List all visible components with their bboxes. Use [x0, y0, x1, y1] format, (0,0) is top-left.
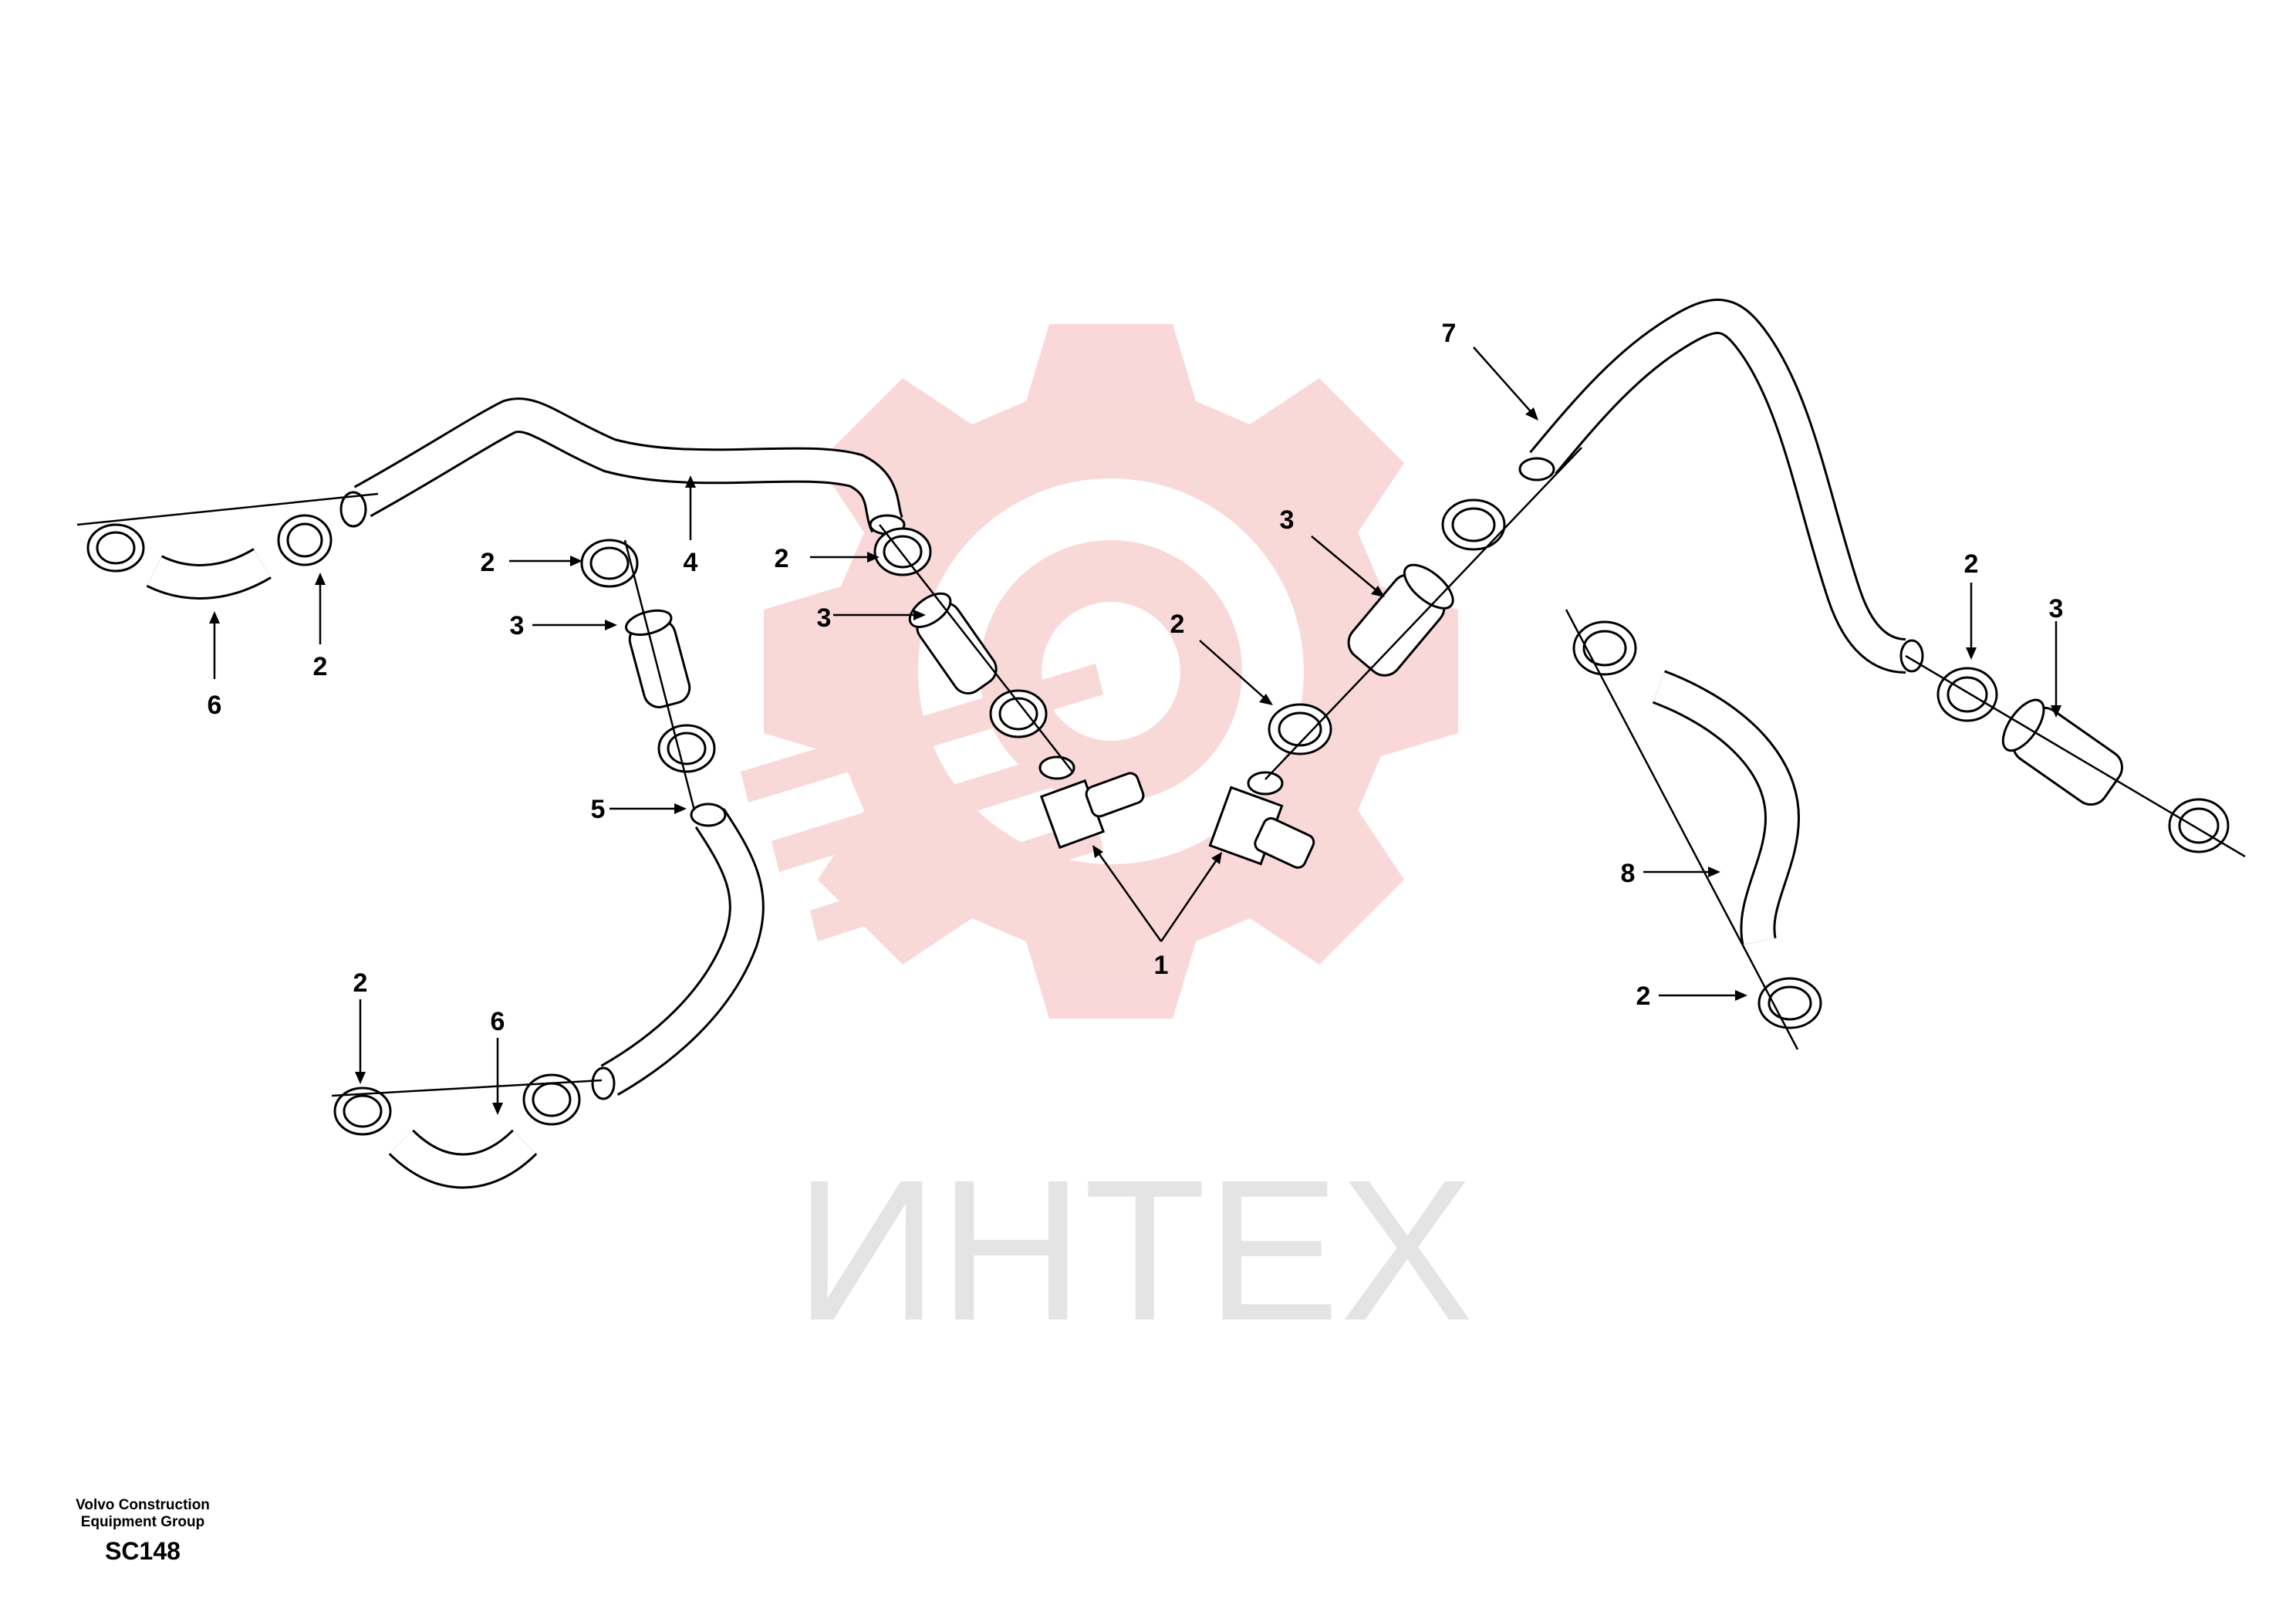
callout-2: 2: [353, 968, 368, 998]
callout-4: 4: [684, 548, 698, 577]
hose-6-top: [146, 547, 272, 600]
sleeve-3-right: [2001, 698, 2123, 806]
callout-2: 2: [313, 652, 328, 681]
sleeve-3-left: [625, 609, 691, 708]
callout-5: 5: [591, 795, 606, 824]
callout-2: 2: [1636, 982, 1651, 1011]
footer-org-line1: Volvo Construction: [76, 1497, 210, 1513]
callout-6: 6: [208, 691, 222, 720]
footer-org-line2: Equipment Group: [80, 1514, 205, 1530]
watermark-gear-logo: [741, 324, 1458, 1019]
elbow-fitting-right: [1208, 771, 1315, 869]
elbow-fitting-left: [1038, 755, 1145, 850]
sleeve-3-center: [1347, 563, 1454, 677]
callout-2: 2: [1964, 549, 1979, 579]
callout-7: 7: [1442, 319, 1457, 348]
hose-clamps: [86, 498, 2230, 1136]
callout-1: 1: [1154, 951, 1169, 980]
callout-3: 3: [2049, 594, 2064, 623]
callout-2: 2: [481, 548, 495, 577]
callout-2: 2: [1170, 610, 1185, 639]
watermark-text: ИНТЕХ: [795, 1139, 1474, 1363]
callout-8: 8: [1621, 859, 1636, 888]
callout-3: 3: [510, 611, 525, 640]
callout-2: 2: [775, 544, 789, 573]
callout-3: 3: [1280, 505, 1295, 535]
hose-8: [1652, 670, 1800, 945]
hose-5: [591, 803, 765, 1100]
assembly-center-lines: [76, 447, 2246, 1097]
footer-caption: Volvo Construction Equipment Group SC148: [31, 1497, 255, 1566]
hose-7: [1518, 299, 1924, 674]
hose-6-bottom: [388, 1129, 538, 1189]
callout-3: 3: [817, 603, 832, 633]
hose-4: [339, 397, 906, 536]
callout-6: 6: [491, 1007, 505, 1036]
callout-numbers: 6 2 4 2 3 5 2 3 1 2 3 7 2 3 8 2 2 6: [208, 319, 2064, 1036]
footer-diagram-code: SC148: [105, 1537, 181, 1565]
leader-lines: [209, 346, 2061, 1115]
